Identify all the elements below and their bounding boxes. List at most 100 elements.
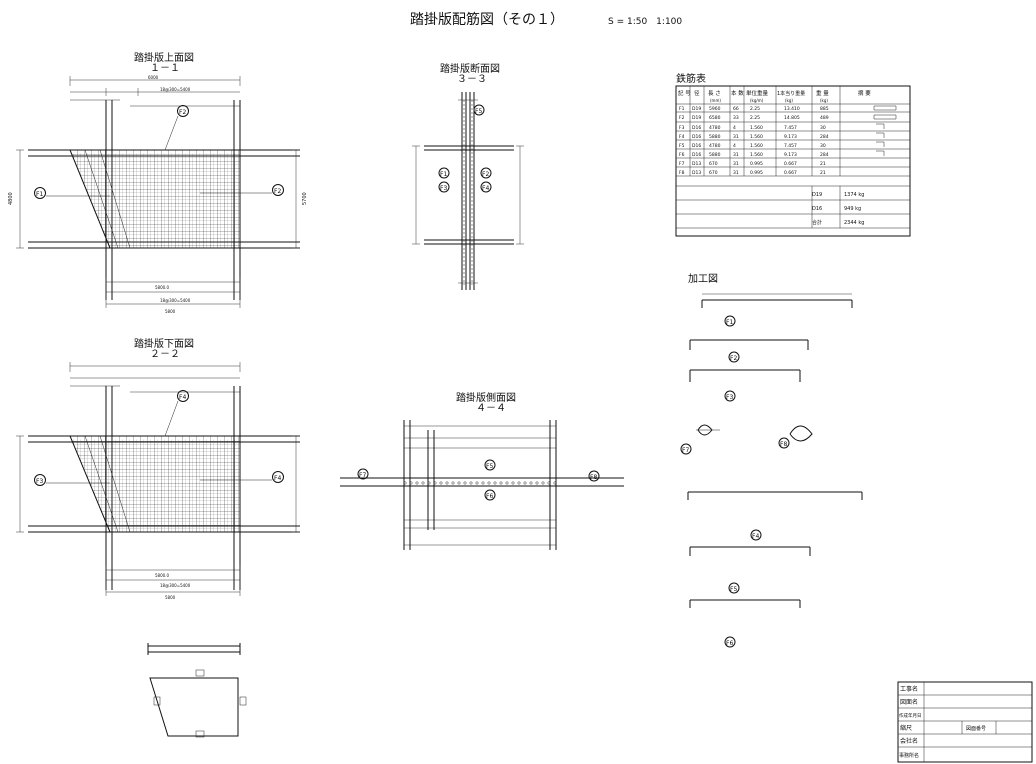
sum1-label: D19: [812, 192, 822, 198]
svg-text:30: 30: [820, 143, 826, 149]
total-label: 合計: [812, 219, 822, 226]
cross-section-view: 踏掛版断面図 ３－３ F5 F1 F3 F2 F4: [412, 62, 524, 290]
svg-text:670: 670: [709, 170, 718, 176]
svg-text:9.173: 9.173: [784, 134, 797, 140]
cross-section: ３－３: [457, 74, 487, 85]
schedule-row: F2 D19 6580 33 2.25 14.805 489: [679, 115, 829, 121]
svg-text:D16: D16: [692, 143, 701, 149]
svg-text:F7: F7: [679, 161, 685, 167]
unit-total: (kg): [820, 98, 828, 103]
bottom-plan-title: 踏掛版下面図: [134, 337, 194, 350]
schedule-row: F5 D16 4780 4 1.560 7.457 30: [679, 143, 826, 149]
top-plan-view: 踏掛版上面図 １－１ 4800 5700 5800.0 18@300=5400 …: [8, 51, 308, 314]
svg-text:4800: 4800: [8, 192, 14, 205]
svg-text:18@300=5400: 18@300=5400: [160, 583, 191, 588]
schedule-row: F6 D16 5880 31 1.560 9.173 284: [679, 152, 829, 158]
total-value: 2344 kg: [844, 220, 864, 226]
svg-text:0.667: 0.667: [784, 170, 797, 176]
svg-text:7.457: 7.457: [784, 143, 797, 149]
col-header-5: 1本当り重量: [777, 90, 805, 97]
mark-f4-bottom: F4: [179, 394, 186, 401]
top-plan-title: 踏掛版上面図: [134, 51, 194, 64]
svg-text:F1: F1: [679, 106, 685, 112]
processing-diagrams: 加工図 F1 F2 F3 F7 F8 F4 F5 F6: [680, 273, 863, 648]
tb-drawing-no: 図面番号: [966, 725, 986, 732]
tb-row-4: 会社名: [900, 737, 918, 745]
drawing-title: 踏掛版配筋図（その１）: [410, 11, 564, 28]
col-header-3: 本 数: [731, 89, 744, 97]
mark-f3-proc: F3: [726, 394, 733, 401]
bottom-plan-section: ２－２: [150, 349, 180, 360]
svg-text:30: 30: [820, 125, 826, 131]
svg-text:5700: 5700: [302, 192, 308, 205]
svg-text:5880: 5880: [709, 152, 721, 158]
mark-f1-left: F1: [36, 191, 43, 198]
svg-text:F5: F5: [679, 143, 685, 149]
mark-f8-side: F8: [590, 474, 597, 481]
svg-text:2.25: 2.25: [750, 106, 760, 112]
mark-f1-cross: F1: [440, 171, 447, 178]
col-header-6: 重 量: [816, 89, 829, 97]
col-header-7: 摘 要: [858, 89, 871, 97]
unit-each: (kg): [785, 98, 793, 103]
svg-text:6000: 6000: [148, 75, 159, 80]
rebar-schedule: 鉄筋表 記 号 径 長 さ 本 数 単位重量 1本当り重量 重 量 摘 要 (m…: [675, 72, 911, 237]
mark-f1-top: F2: [179, 109, 186, 116]
col-header-1: 径: [694, 89, 700, 97]
svg-text:4: 4: [733, 143, 736, 149]
svg-text:F6: F6: [679, 152, 685, 158]
drawing-scale: S = 1:50 1:100: [608, 17, 682, 27]
svg-text:1.560: 1.560: [750, 143, 763, 149]
tb-row-0: 工事名: [900, 685, 918, 693]
unit-weight: (kg/m): [750, 98, 764, 103]
col-header-0: 記 号: [678, 89, 691, 97]
svg-text:18@300=5400: 18@300=5400: [160, 87, 191, 92]
cross-title: 踏掛版断面図: [440, 62, 500, 75]
svg-text:5800.0: 5800.0: [155, 573, 169, 578]
svg-text:33: 33: [733, 115, 739, 121]
svg-text:D13: D13: [692, 170, 701, 176]
svg-text:885: 885: [820, 106, 829, 112]
tb-row-1: 図面名: [900, 698, 918, 706]
svg-text:4780: 4780: [709, 143, 721, 149]
schedule-row: F8 D13 670 31 0.995 0.667 21: [679, 170, 826, 176]
svg-text:0.667: 0.667: [784, 161, 797, 167]
svg-text:0.995: 0.995: [750, 161, 763, 167]
svg-text:4780: 4780: [709, 125, 721, 131]
svg-text:F8: F8: [679, 170, 685, 176]
svg-text:2.25: 2.25: [750, 115, 760, 121]
svg-text:5960: 5960: [709, 106, 721, 112]
svg-text:31: 31: [733, 170, 739, 176]
key-plan: [147, 643, 247, 738]
schedule-row: F3 D16 4780 4 1.560 7.457 30: [679, 125, 826, 131]
mark-f2-cross: F2: [482, 171, 489, 178]
tb-row-3: 縮尺: [900, 724, 912, 732]
svg-text:31: 31: [733, 152, 739, 158]
mark-f8-proc: F8: [780, 441, 787, 448]
svg-text:7.457: 7.457: [784, 125, 797, 131]
svg-text:D19: D19: [692, 115, 701, 121]
side-section: ４－４: [476, 403, 506, 414]
unit-length: (mm): [710, 98, 721, 103]
svg-text:13.410: 13.410: [784, 106, 800, 112]
mark-f1-proc: F1: [726, 319, 733, 326]
svg-text:0.995: 0.995: [750, 170, 763, 176]
svg-text:1.560: 1.560: [750, 125, 763, 131]
mark-f6-proc: F6: [726, 640, 733, 647]
svg-text:31: 31: [733, 134, 739, 140]
svg-text:21: 21: [820, 170, 826, 176]
svg-text:18@300=5400: 18@300=5400: [160, 298, 191, 303]
svg-text:66: 66: [733, 106, 739, 112]
mark-f5-cross: F5: [475, 108, 482, 115]
svg-text:D19: D19: [692, 106, 701, 112]
mark-f3-cross: F3: [440, 185, 447, 192]
svg-text:1.560: 1.560: [750, 152, 763, 158]
svg-text:9.173: 9.173: [784, 152, 797, 158]
svg-text:284: 284: [820, 152, 829, 158]
title-block: 工事名 図面名 作成年月日 縮尺 会社名 事務所名 図面番号: [897, 681, 1033, 763]
mark-f7-proc: F7: [682, 447, 689, 454]
svg-text:31: 31: [733, 161, 739, 167]
mark-f2-proc: F2: [730, 355, 737, 362]
mark-f7-side: F7: [359, 472, 366, 479]
